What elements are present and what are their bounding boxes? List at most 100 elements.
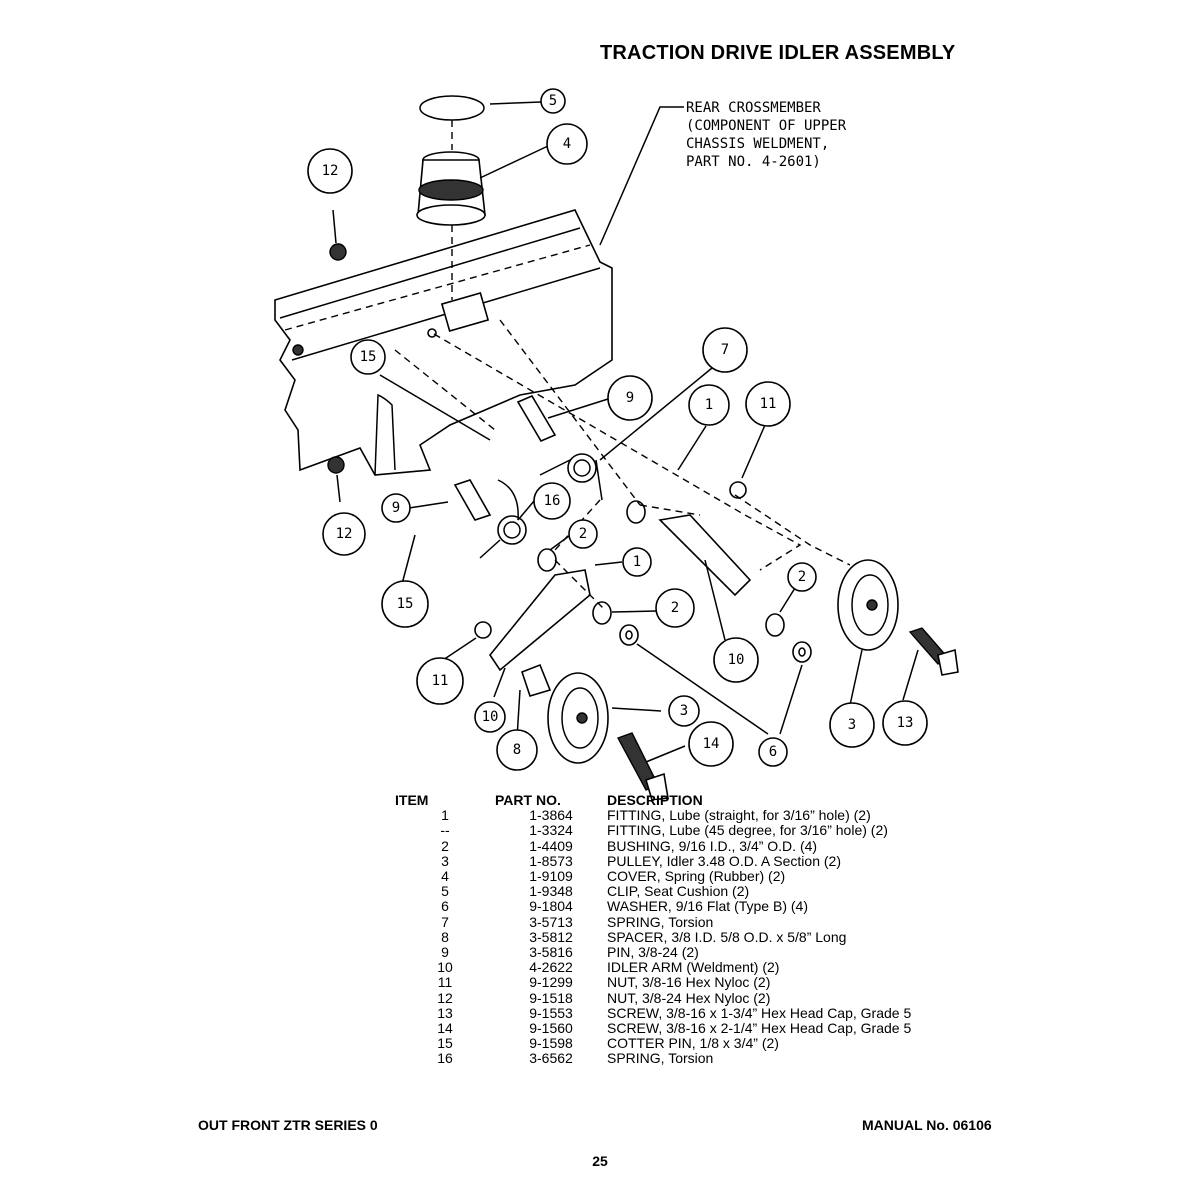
column-header-item: ITEM (395, 793, 429, 808)
callout-2: 2 (655, 588, 695, 628)
item-number: 5 (441, 883, 449, 900)
callout-9: 9 (607, 375, 653, 421)
item-number: 13 (437, 1004, 453, 1021)
item-number: 14 (437, 1020, 453, 1037)
callout-number: 11 (760, 396, 777, 412)
callout-2: 2 (568, 519, 598, 549)
part-number: 1-4409 (529, 837, 573, 854)
callout-number: 14 (703, 736, 720, 752)
seat-clip-part (419, 95, 485, 121)
item-number: 6 (441, 898, 449, 915)
column-header-description: DESCRIPTION (607, 793, 703, 808)
callout-3: 3 (668, 695, 700, 727)
part-number: 1-9348 (529, 883, 573, 900)
callout-number: 6 (769, 744, 777, 760)
part-description: PIN, 3/8-24 (2) (607, 944, 699, 961)
part-number: 9-1804 (529, 898, 573, 915)
idler-pulley-part (547, 559, 899, 764)
callout-7: 7 (702, 327, 748, 373)
spacer-part (521, 663, 552, 697)
callout-1: 1 (622, 547, 652, 577)
callout-13: 13 (882, 700, 928, 746)
part-number: 4-2622 (529, 959, 573, 976)
callout-8: 8 (496, 729, 538, 771)
item-number: 16 (437, 1050, 453, 1067)
part-number: 1-3864 (529, 807, 573, 824)
part-number: 9-1598 (529, 1035, 573, 1052)
item-number: 15 (437, 1035, 453, 1052)
callout-12: 12 (322, 512, 366, 556)
item-number: 11 (437, 974, 453, 991)
part-number: 3-5816 (529, 944, 573, 961)
callout-number: 4 (563, 136, 571, 152)
table-row: 10 4-2622 IDLER ARM (Weldment) (2) (395, 960, 911, 975)
part-description: SPACER, 3/8 I.D. 5/8 O.D. x 5/8” Long (607, 928, 847, 945)
item-number: 12 (437, 989, 453, 1006)
part-number: 9-1518 (529, 989, 573, 1006)
part-number: 1-8573 (529, 852, 573, 869)
callout-6: 6 (758, 737, 788, 767)
callout-number: 9 (392, 500, 400, 516)
part-description: IDLER ARM (Weldment) (2) (607, 959, 780, 976)
pin-part (453, 394, 557, 521)
callout-10: 10 (474, 701, 506, 733)
note-line: (COMPONENT OF UPPER (686, 118, 847, 134)
part-description: CLIP, Seat Cushion (2) (607, 883, 750, 900)
part-description: COVER, Spring (Rubber) (2) (607, 868, 786, 885)
callout-4: 4 (546, 123, 588, 165)
bushing-part (537, 500, 785, 637)
part-number: 9-1553 (529, 1004, 573, 1021)
callout-2: 2 (787, 562, 817, 592)
callout-15: 15 (381, 580, 429, 628)
part-description: SPRING, Torsion (607, 1050, 714, 1067)
callout-number: 10 (728, 652, 745, 668)
callout-15: 15 (350, 339, 386, 375)
callout-11: 11 (745, 381, 791, 427)
part-number: 3-5812 (529, 928, 573, 945)
page-title: TRACTION DRIVE IDLER ASSEMBLY (600, 42, 956, 64)
footer-manual-number: MANUAL No. 06106 (862, 1117, 992, 1133)
part-number: 1-9109 (529, 868, 573, 885)
callout-12: 12 (307, 148, 353, 194)
table-row: 16 3-6562 SPRING, Torsion (395, 1051, 911, 1066)
rear-crossmember-note: REAR CROSSMEMBER (COMPONENT OF UPPER CHA… (686, 100, 847, 170)
callout-number: 15 (397, 596, 414, 612)
callout-number: 10 (482, 709, 499, 725)
callout-number: 2 (671, 600, 679, 616)
callout-number: 7 (721, 342, 729, 358)
part-number: 3-6562 (529, 1050, 573, 1067)
item-number: 7 (441, 913, 449, 930)
note-line: REAR CROSSMEMBER (686, 100, 821, 116)
footer-series: OUT FRONT ZTR SERIES 0 (198, 1117, 378, 1133)
callout-number: 9 (626, 390, 634, 406)
callout-number: 1 (705, 397, 713, 413)
note-line: PART NO. 4-2601) (686, 154, 821, 170)
washer-part (619, 624, 812, 663)
parts-table-header-row: ITEM PART NO. DESCRIPTION (395, 793, 911, 808)
item-number: 9 (441, 944, 449, 961)
part-description: SPRING, Torsion (607, 913, 714, 930)
part-description: BUSHING, 9/16 I.D., 3/4” O.D. (4) (607, 837, 818, 854)
part-number: 1-3324 (529, 822, 573, 839)
callout-number: 16 (544, 493, 561, 509)
item-number: 10 (437, 959, 453, 976)
part-description: FITTING, Lube (straight, for 3/16” hole)… (607, 807, 871, 824)
item-number: 3 (441, 852, 449, 869)
torsion-spring-part (479, 453, 603, 559)
callout-11: 11 (416, 657, 464, 705)
callout-number: 3 (848, 717, 856, 733)
part-description: NUT, 3/8-16 Hex Nyloc (2) (607, 974, 771, 991)
callout-number: 2 (579, 526, 587, 542)
